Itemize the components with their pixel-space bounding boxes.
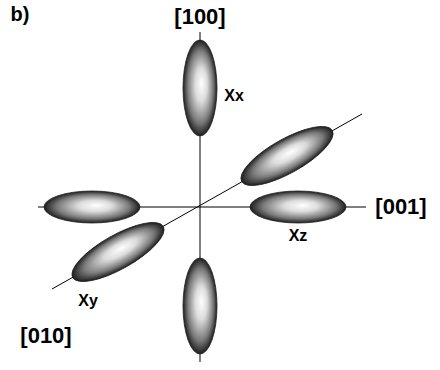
- lobe-label: Xy: [78, 293, 98, 309]
- axis-label: [001]: [375, 196, 426, 218]
- panel-label: b): [11, 4, 30, 24]
- lobe-label: Xx: [224, 88, 244, 104]
- axis-lines: [38, 32, 366, 362]
- axis-label: [010]: [20, 325, 71, 347]
- lobe-label: Xz: [289, 228, 308, 244]
- axis-label: [100]: [174, 6, 225, 28]
- orbital-lobes: [44, 40, 346, 354]
